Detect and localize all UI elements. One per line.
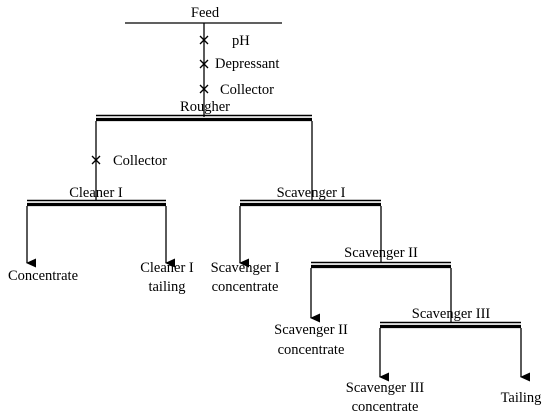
scavenger-1-bank: Scavenger I: [240, 185, 381, 207]
scavenger-1-concentrate-label-line-1: Scavenger I: [211, 260, 280, 276]
scavenger-3-label: Scavenger III: [412, 306, 491, 322]
reagent-depressant: Depressant: [199, 56, 279, 72]
scavenger-1-concentrate-label-line-2: concentrate: [212, 279, 279, 295]
cleaner-1-tailing-label-line-2: tailing: [148, 279, 185, 295]
feed-label: Feed: [191, 5, 220, 21]
reagent-collector-cleaner: Collector: [91, 153, 167, 169]
cleaner-1-bank: Cleaner I: [27, 185, 166, 207]
reagent-collector-cleaner-label: Collector: [113, 153, 167, 169]
reagent-collector-rougher: Collector: [199, 82, 274, 98]
tailing-label: Tailing: [501, 390, 542, 406]
cleaner-1-label: Cleaner I: [69, 185, 123, 201]
scavenger-3-concentrate-label-line-2: concentrate: [352, 399, 419, 415]
rougher-label: Rougher: [180, 99, 230, 115]
scavenger-2-concentrate-label-line-2: concentrate: [278, 342, 345, 358]
reagent-ph-label: pH: [232, 33, 250, 49]
scavenger-3-bank: Scavenger III: [380, 306, 521, 329]
reagent-collector-rougher-label: Collector: [220, 82, 274, 98]
rougher-bank: Rougher: [96, 99, 312, 122]
reagent-addition-x-icon: [199, 59, 209, 69]
scavenger-3-concentrate-label-line-1: Scavenger III: [346, 380, 425, 396]
reagent-addition-x-icon: [91, 155, 101, 165]
reagent-ph: pH: [199, 33, 250, 49]
scavenger-2-bank: Scavenger II: [311, 245, 451, 269]
concentrate-label: Concentrate: [8, 268, 78, 284]
reagent-addition-x-icon: [199, 84, 209, 94]
scavenger-2-label: Scavenger II: [344, 245, 418, 261]
cleaner-1-tailing-label-line-1: Cleaner I: [140, 260, 194, 276]
scavenger-2-concentrate-label-line-1: Scavenger II: [274, 322, 348, 338]
reagent-depressant-label: Depressant: [215, 56, 279, 72]
reagent-addition-x-icon: [199, 35, 209, 45]
feed-node: Feed: [125, 5, 282, 24]
scavenger-1-label: Scavenger I: [277, 185, 346, 201]
